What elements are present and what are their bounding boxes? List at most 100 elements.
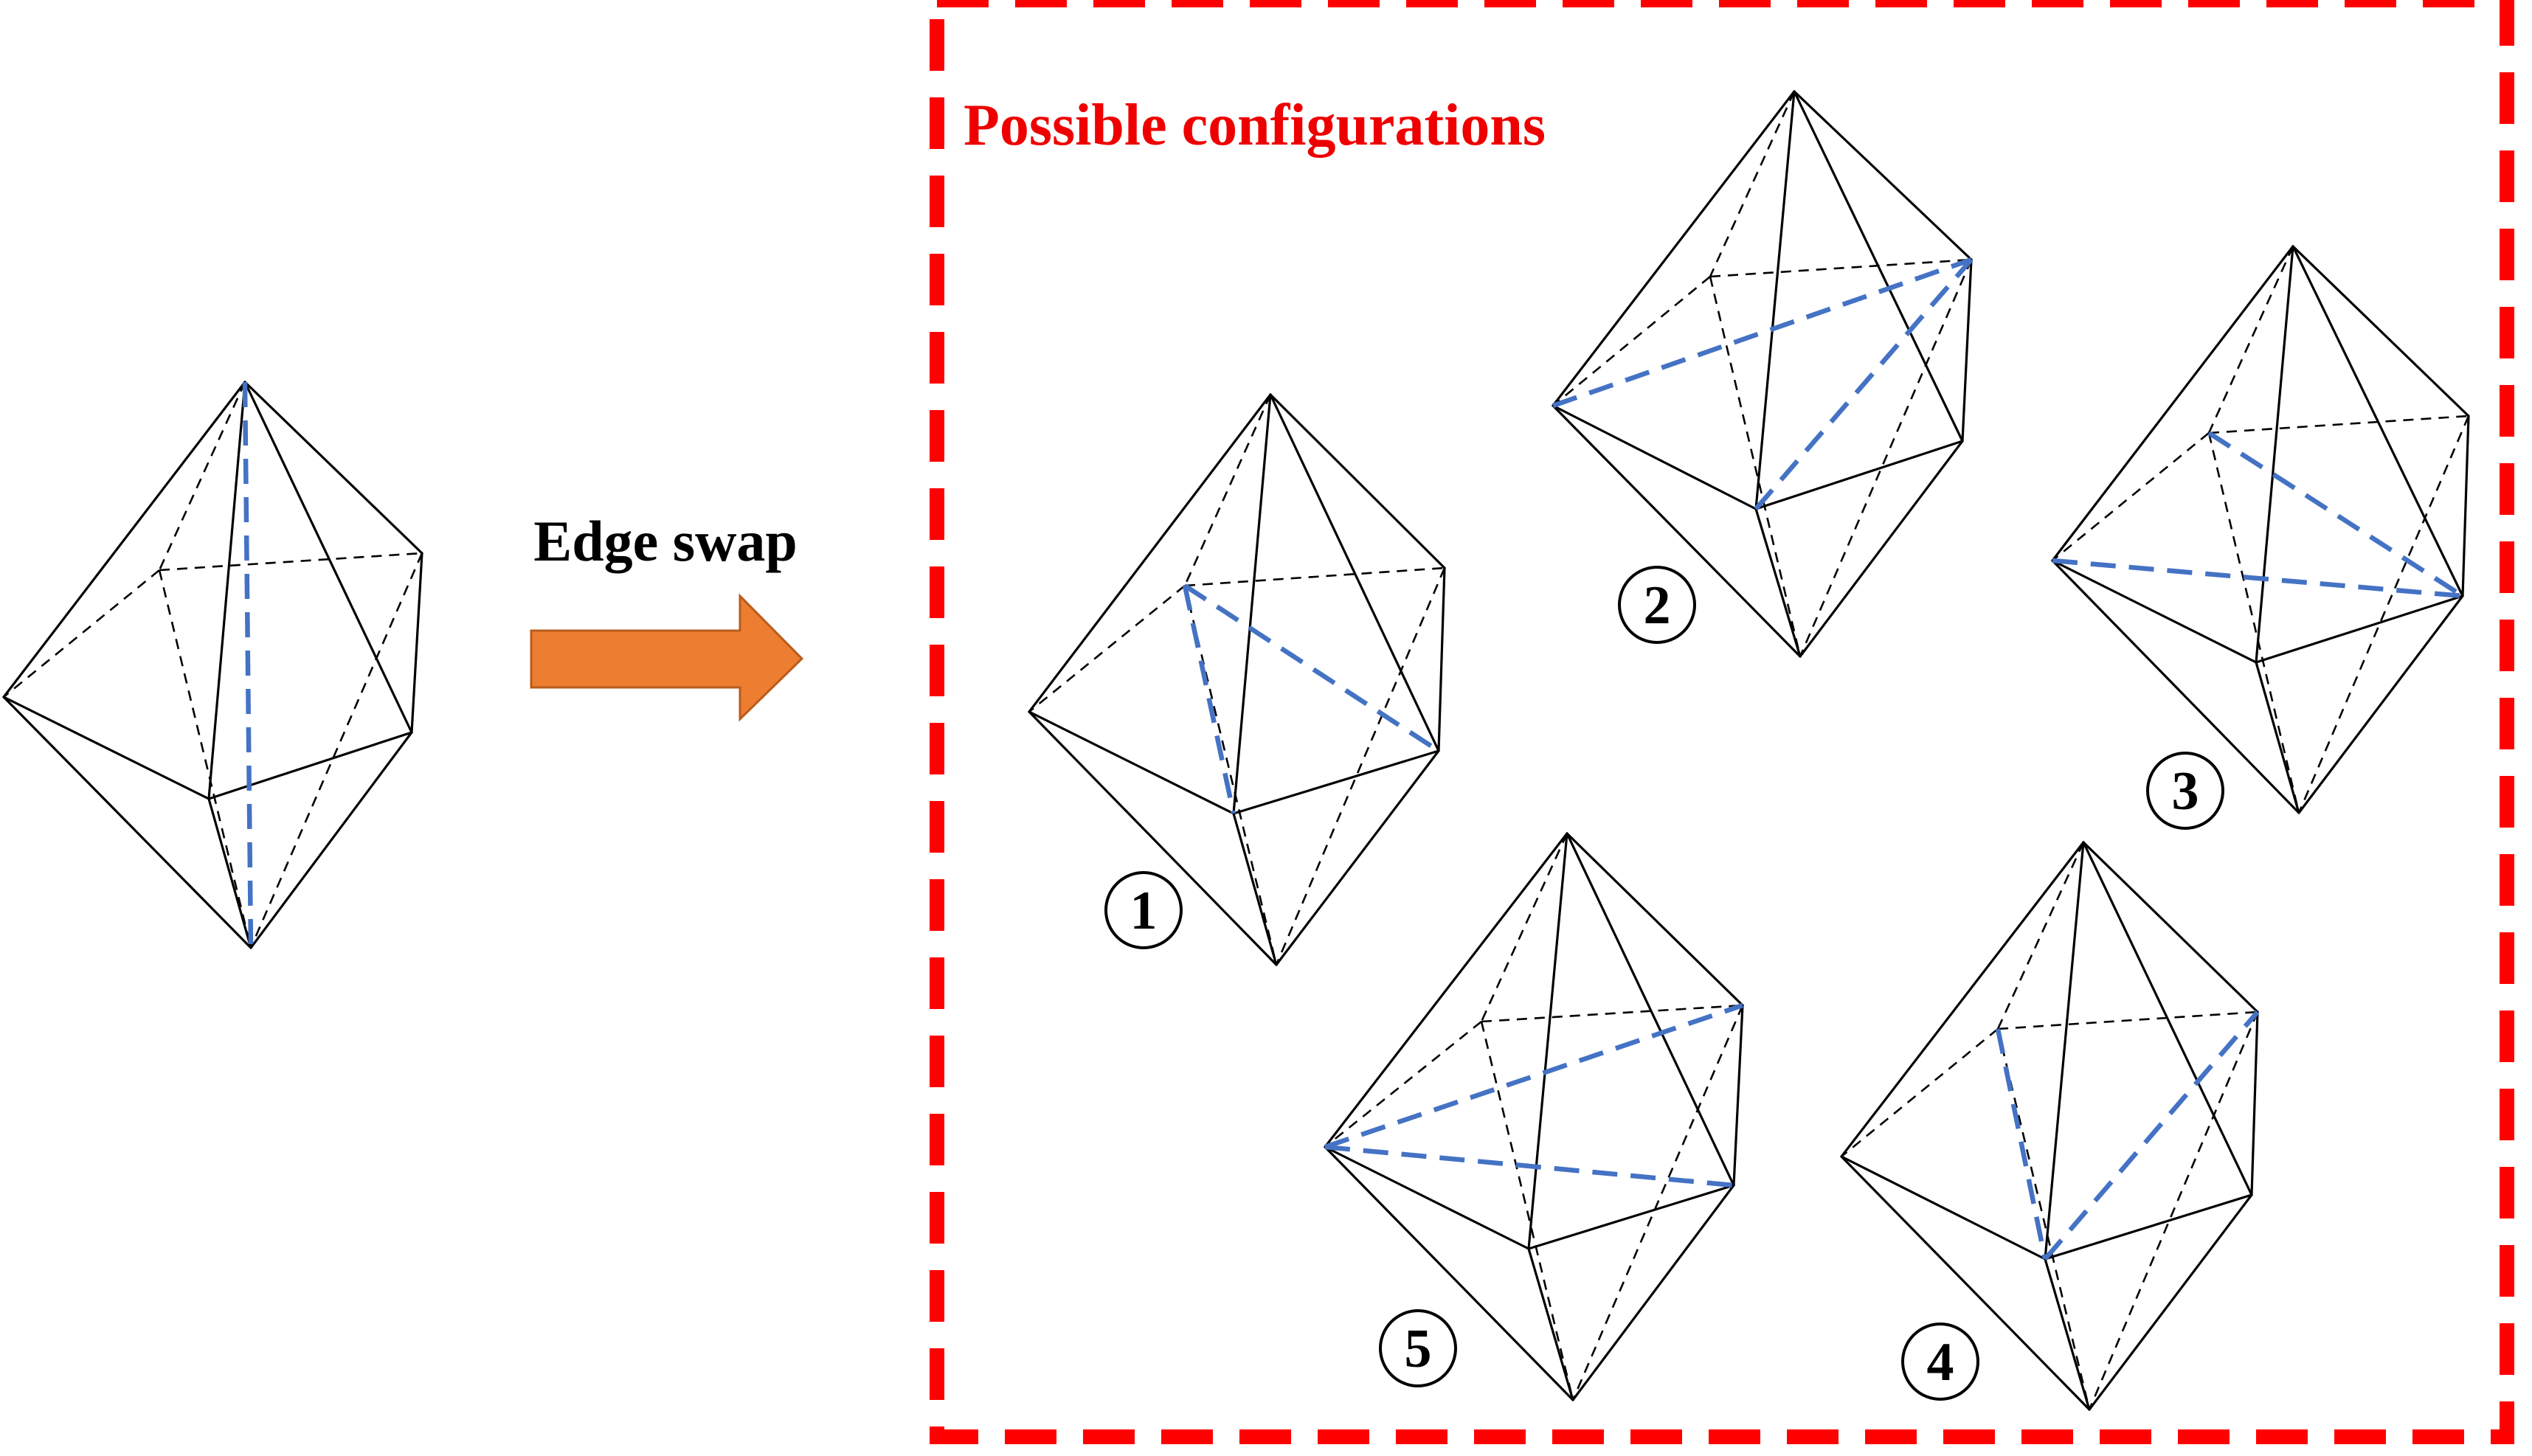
swapped-edge xyxy=(1324,1002,1744,1150)
visible-edge xyxy=(1275,749,1440,966)
visible-edge xyxy=(1799,440,1964,658)
visible-edge xyxy=(1552,90,1796,407)
swapped-edge xyxy=(1995,1028,2048,1260)
visible-edge xyxy=(2051,559,2258,664)
visible-edge xyxy=(1232,812,1278,966)
configuration-label-5-text: 5 xyxy=(1405,1319,1432,1379)
configuration-label-1: 1 xyxy=(1104,871,1183,949)
visible-edge xyxy=(1840,1155,2091,1411)
visible-edge xyxy=(2297,594,2464,814)
visible-edge xyxy=(2044,1258,2091,1411)
visible-edge xyxy=(207,731,413,800)
right-arrow-icon xyxy=(530,593,804,722)
swapped-edge xyxy=(1754,257,1974,511)
hidden-edge xyxy=(1996,1028,2091,1410)
visible-edge xyxy=(1324,832,1568,1148)
visible-edge xyxy=(1566,832,1744,1007)
swapped-edge xyxy=(1552,257,1973,409)
visible-edge xyxy=(2461,415,2470,597)
configuration-label-3: 3 xyxy=(2146,752,2224,830)
visible-edge xyxy=(2044,1193,2253,1261)
swapped-edge xyxy=(2052,558,2463,599)
edge-swap-label: Edge swap xyxy=(533,509,798,573)
visible-edge xyxy=(2291,245,2470,417)
configuration-2-polyhedron xyxy=(1552,90,1974,658)
visible-edge xyxy=(2082,841,2253,1196)
visible-edge xyxy=(2255,245,2294,664)
original-polyhedron xyxy=(2,381,423,949)
hidden-edge xyxy=(1709,276,1802,657)
swapped-edge xyxy=(2043,1010,2260,1261)
visible-edge xyxy=(1732,1004,1744,1187)
swapped-edge xyxy=(242,381,254,949)
hidden-edge xyxy=(3,569,160,698)
visible-edge xyxy=(1269,393,1446,569)
hidden-edge xyxy=(1480,1021,1574,1401)
visible-edge xyxy=(1232,393,1272,815)
configuration-label-4: 4 xyxy=(1901,1322,1979,1401)
visible-edge xyxy=(1324,1145,1530,1250)
visible-edge xyxy=(1566,832,1735,1187)
visible-edge xyxy=(2255,594,2464,664)
visible-edge xyxy=(1232,749,1440,815)
visible-edge xyxy=(1840,1155,2047,1261)
visible-edge xyxy=(1840,841,2085,1158)
hidden-edge xyxy=(159,552,423,572)
visible-edge xyxy=(2051,559,2300,814)
visible-edge xyxy=(243,381,413,734)
configuration-label-2: 2 xyxy=(1618,566,1696,644)
visible-edge xyxy=(1754,90,1796,510)
hidden-edge xyxy=(1997,1010,2258,1030)
configuration-label-5: 5 xyxy=(1379,1309,1457,1387)
hidden-edge xyxy=(1028,584,1186,713)
visible-edge xyxy=(1028,393,1272,713)
configuration-label-4-text: 4 xyxy=(1927,1332,1954,1393)
hidden-edge xyxy=(1571,1005,1744,1401)
visible-edge xyxy=(1324,1145,1574,1401)
visible-edge xyxy=(1754,507,1802,658)
visible-edge xyxy=(2082,841,2259,1013)
hidden-edge xyxy=(2207,432,2300,814)
swapped-edge xyxy=(1324,1144,1734,1188)
visible-edge xyxy=(2051,245,2294,562)
configurations-box xyxy=(930,0,2514,1444)
hidden-edge xyxy=(2297,415,2470,814)
swapped-edge xyxy=(1182,585,1236,814)
visible-edge xyxy=(1552,404,1757,510)
visible-edge xyxy=(1269,393,1440,752)
visible-edge xyxy=(2044,841,2085,1261)
visible-edge xyxy=(1028,710,1235,815)
visible-edge xyxy=(1527,1247,1574,1401)
visible-edge xyxy=(1793,90,1964,443)
visible-edge xyxy=(1793,90,1973,261)
visible-edge xyxy=(1571,1184,1735,1401)
swapped-edge xyxy=(1183,583,1440,753)
configuration-5-polyhedron xyxy=(1324,832,1744,1401)
hidden-edge xyxy=(1709,91,1796,277)
hidden-edge xyxy=(2052,431,2210,562)
visible-edge xyxy=(1527,832,1568,1250)
visible-edge xyxy=(1754,440,1964,510)
configuration-label-2-text: 2 xyxy=(1644,575,1671,636)
visible-edge xyxy=(2291,245,2464,597)
visible-edge xyxy=(2,696,210,800)
visible-edge xyxy=(2088,1193,2253,1411)
hidden-edge xyxy=(158,569,252,949)
visible-edge xyxy=(1028,710,1278,966)
hidden-edge xyxy=(1184,566,1445,587)
hidden-edge xyxy=(2088,1011,2259,1410)
hidden-edge xyxy=(1799,259,1973,657)
configuration-label-3-text: 3 xyxy=(2172,761,2199,822)
configuration-4-polyhedron xyxy=(1840,841,2260,1411)
swapped-edge xyxy=(2207,431,2464,598)
hidden-edge xyxy=(1324,1020,1482,1148)
configuration-label-1-text: 1 xyxy=(1130,881,1158,941)
hidden-edge xyxy=(1841,1027,1999,1158)
hidden-edge xyxy=(2208,415,2469,434)
visible-edge xyxy=(243,381,423,555)
visible-edge xyxy=(410,552,423,734)
visible-edge xyxy=(1437,566,1446,752)
configuration-3-polyhedron xyxy=(2051,245,2470,814)
hidden-edge xyxy=(1183,585,1278,966)
